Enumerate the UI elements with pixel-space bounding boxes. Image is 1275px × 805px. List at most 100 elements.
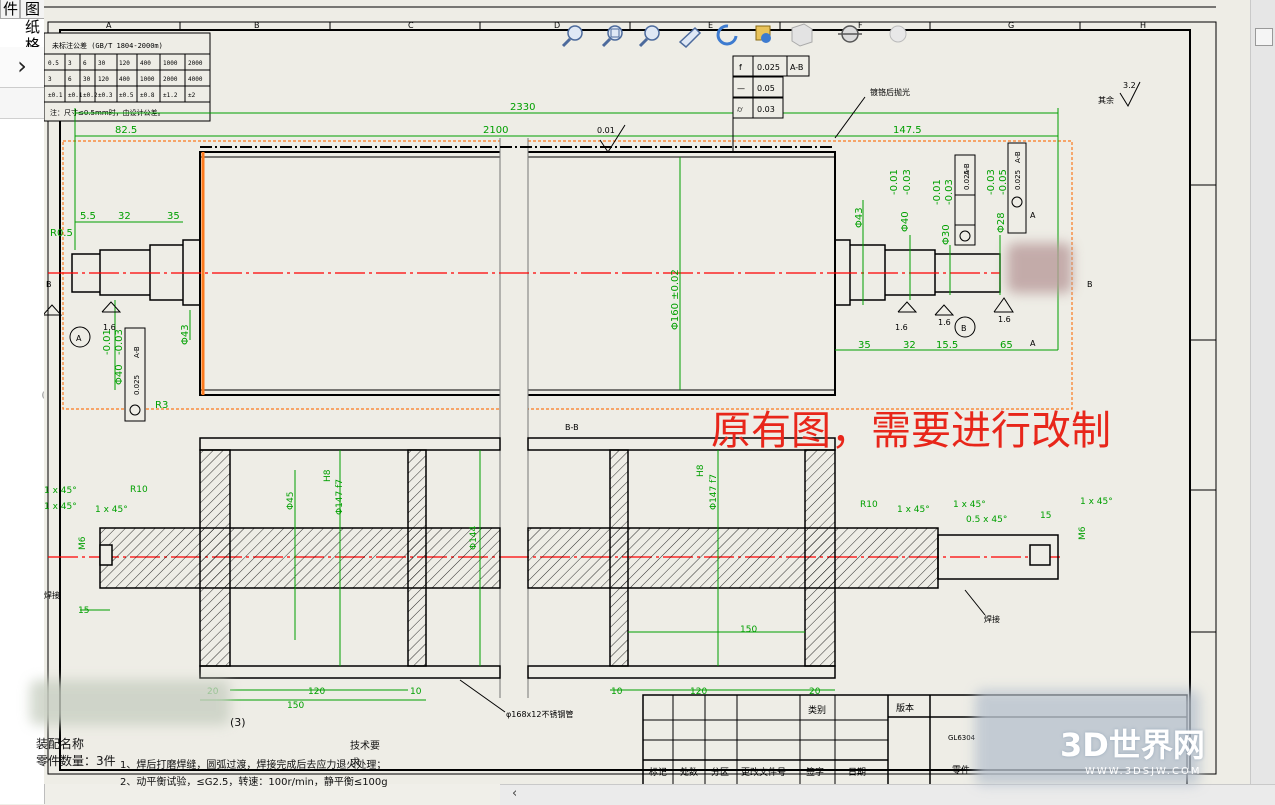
section-mark-b-left: B (46, 280, 52, 289)
tb-mark: 标记 (649, 766, 667, 778)
dim-phi144: Φ144 (469, 525, 479, 550)
section-view[interactable] (99, 437, 1059, 679)
hide-show-icon[interactable] (838, 25, 862, 43)
watermark-url: WWW.3DSJW.COM (1085, 766, 1202, 777)
tb-category: 类别 (808, 704, 826, 716)
tb-sign: 签字 (806, 766, 824, 778)
zoom-area-icon[interactable] (601, 25, 623, 48)
label-weld-left: 焊接 (44, 590, 60, 600)
dim-15-left: 15 (78, 606, 89, 616)
tab-drawing-format[interactable]: 图纸格式 (20, 0, 46, 72)
fcf-symbol-runout: f (739, 63, 742, 72)
dim-chamfer-a: 1 x 45° (44, 486, 77, 496)
dim-150-right: 150 (740, 625, 757, 635)
tb-doc: 更改文件号 (741, 766, 786, 778)
label-chrome: 镀铬后抛光 (870, 87, 910, 97)
tol-minus001-left: -0.01 (102, 329, 113, 355)
fcf-value-runout: 0.025 (757, 63, 780, 72)
dim-35-left: 35 (167, 211, 180, 222)
dim-chamfer-f: 1 x 45° (1080, 497, 1113, 507)
tol-minus001: -0.01 (889, 169, 900, 195)
tol-minus003c: -0.03 (986, 169, 997, 195)
roughness-symbols (44, 81, 1141, 348)
dim-120-right: 120 (690, 687, 707, 697)
tol-table-cell: 120 (119, 60, 130, 67)
dim-phi147-right: Φ147 f7 (709, 474, 719, 510)
appearance-icon[interactable] (889, 25, 907, 43)
grid-a: A (106, 21, 112, 30)
section-mark-a-top: A (1030, 211, 1036, 220)
view-orientation-icon[interactable] (755, 25, 771, 43)
tol-table-cell: 3 (68, 60, 72, 67)
dim-chamfer-b: 1 x 45° (44, 502, 77, 512)
dim-r10-right: R10 (860, 500, 878, 510)
tol-minus003-left: -0.03 (114, 329, 125, 355)
roughness-other-label: 其余 (1098, 95, 1114, 105)
rotate-icon[interactable] (716, 24, 738, 46)
tol-table-cell: 400 (140, 60, 151, 67)
dim-chamfer-e: 1 x 45° (953, 500, 986, 510)
watermark-logo: 3D世界网 (1060, 726, 1205, 764)
dim-150-left: 150 (287, 701, 304, 711)
part-quantity-label: 零件数量： (36, 754, 97, 768)
section-mark-a-bottom: A (1030, 339, 1036, 348)
dim-32-left: 32 (118, 211, 131, 222)
technical-note-1: 1、焊后打磨焊缝，圆弧过渡，焊接完成后去应力退火处理； (120, 760, 387, 771)
dim-phi45: Φ45 (286, 491, 296, 510)
tol-table-cell: 1000 (140, 76, 155, 83)
grid-h: H (1140, 21, 1146, 30)
dim-chamfer-05: 0.5 x 45° (966, 515, 1007, 525)
tol-minus003: -0.03 (902, 169, 913, 195)
tol-table-cell: 30 (98, 60, 106, 67)
dim-chamfer-c: 1 x 45° (95, 505, 128, 515)
tol-table-cell: 4000 (188, 76, 203, 83)
dim-overall: 2330 (510, 102, 535, 113)
tb-zone: 分区 (711, 767, 729, 778)
left-panel: 件 图纸格式 › (0, 0, 52, 804)
view-palette-icon[interactable] (1255, 28, 1273, 46)
tol-table-cell: 6 (83, 60, 87, 67)
dim-r3: R3 (155, 400, 168, 411)
tab-part[interactable]: 件 (0, 0, 20, 19)
grid-f: F (858, 21, 863, 30)
fcf-small-right[interactable] (124, 142, 1027, 422)
dim-120-left: 120 (308, 687, 325, 697)
dim-65: 65 (1000, 340, 1013, 351)
tol-table-cell: 0.5 (48, 60, 59, 67)
feature-control-frame[interactable]: f 0.025 A-B — 0.05 ⌭ 0.03 (732, 55, 810, 152)
selection-box[interactable] (62, 140, 1073, 410)
grid-b: B (254, 21, 260, 30)
dim-32-right: 32 (903, 340, 916, 351)
horizontal-scrollbar[interactable]: ‹ (500, 784, 1275, 805)
dim-15-5: 15.5 (936, 340, 958, 351)
dim-chamfer-d: 1 x 45° (897, 505, 930, 515)
fcf-symbol-cyl: ⌭ (737, 105, 743, 114)
label-pipe: φ168x12不锈钢管 (506, 709, 573, 719)
zoom-fit-icon[interactable] (561, 25, 583, 48)
tol-table-cell: 2000 (163, 76, 178, 83)
roughness-1-6-c: 1.6 (938, 318, 951, 327)
tol-minus003b: -0.03 (944, 179, 955, 205)
drawing-sheet[interactable]: A B C D E F G H 未标注公差 (GB/T 1804-2000m) … (44, 0, 1250, 784)
grid-g: G (1008, 21, 1014, 30)
fcf-small-val-1: 0.025 (963, 170, 971, 190)
fcf-small-ref-1: A-B (963, 163, 971, 175)
display-style-icon[interactable] (791, 23, 813, 47)
expand-panel-button[interactable]: › (0, 47, 44, 88)
zoom-previous-icon[interactable] (638, 25, 660, 48)
datum-b: B (961, 324, 967, 333)
pan-icon[interactable] (678, 26, 702, 49)
dim-phi147-left: Φ147 f7 (335, 479, 345, 515)
right-scroll-strip (1250, 0, 1275, 804)
dim-10-right: 10 (611, 687, 623, 697)
tol-minus001b: -0.01 (932, 179, 943, 205)
technical-notes: 技术要求 1、焊后打磨焊缝，圆弧过渡，焊接完成后去应力退火处理； 2、动平衡试验… (120, 740, 388, 791)
scroll-left-icon[interactable]: ‹ (512, 786, 518, 801)
dim-r0-5: R0.5 (50, 228, 73, 239)
dim-phi40-left: Φ40 (114, 364, 125, 385)
roughness-1-6-b: 1.6 (895, 323, 908, 332)
fcf-small-val-2: 0.025 (1014, 170, 1022, 190)
tb-date: 日期 (848, 767, 866, 778)
part-count-paren: (3) (230, 716, 246, 729)
